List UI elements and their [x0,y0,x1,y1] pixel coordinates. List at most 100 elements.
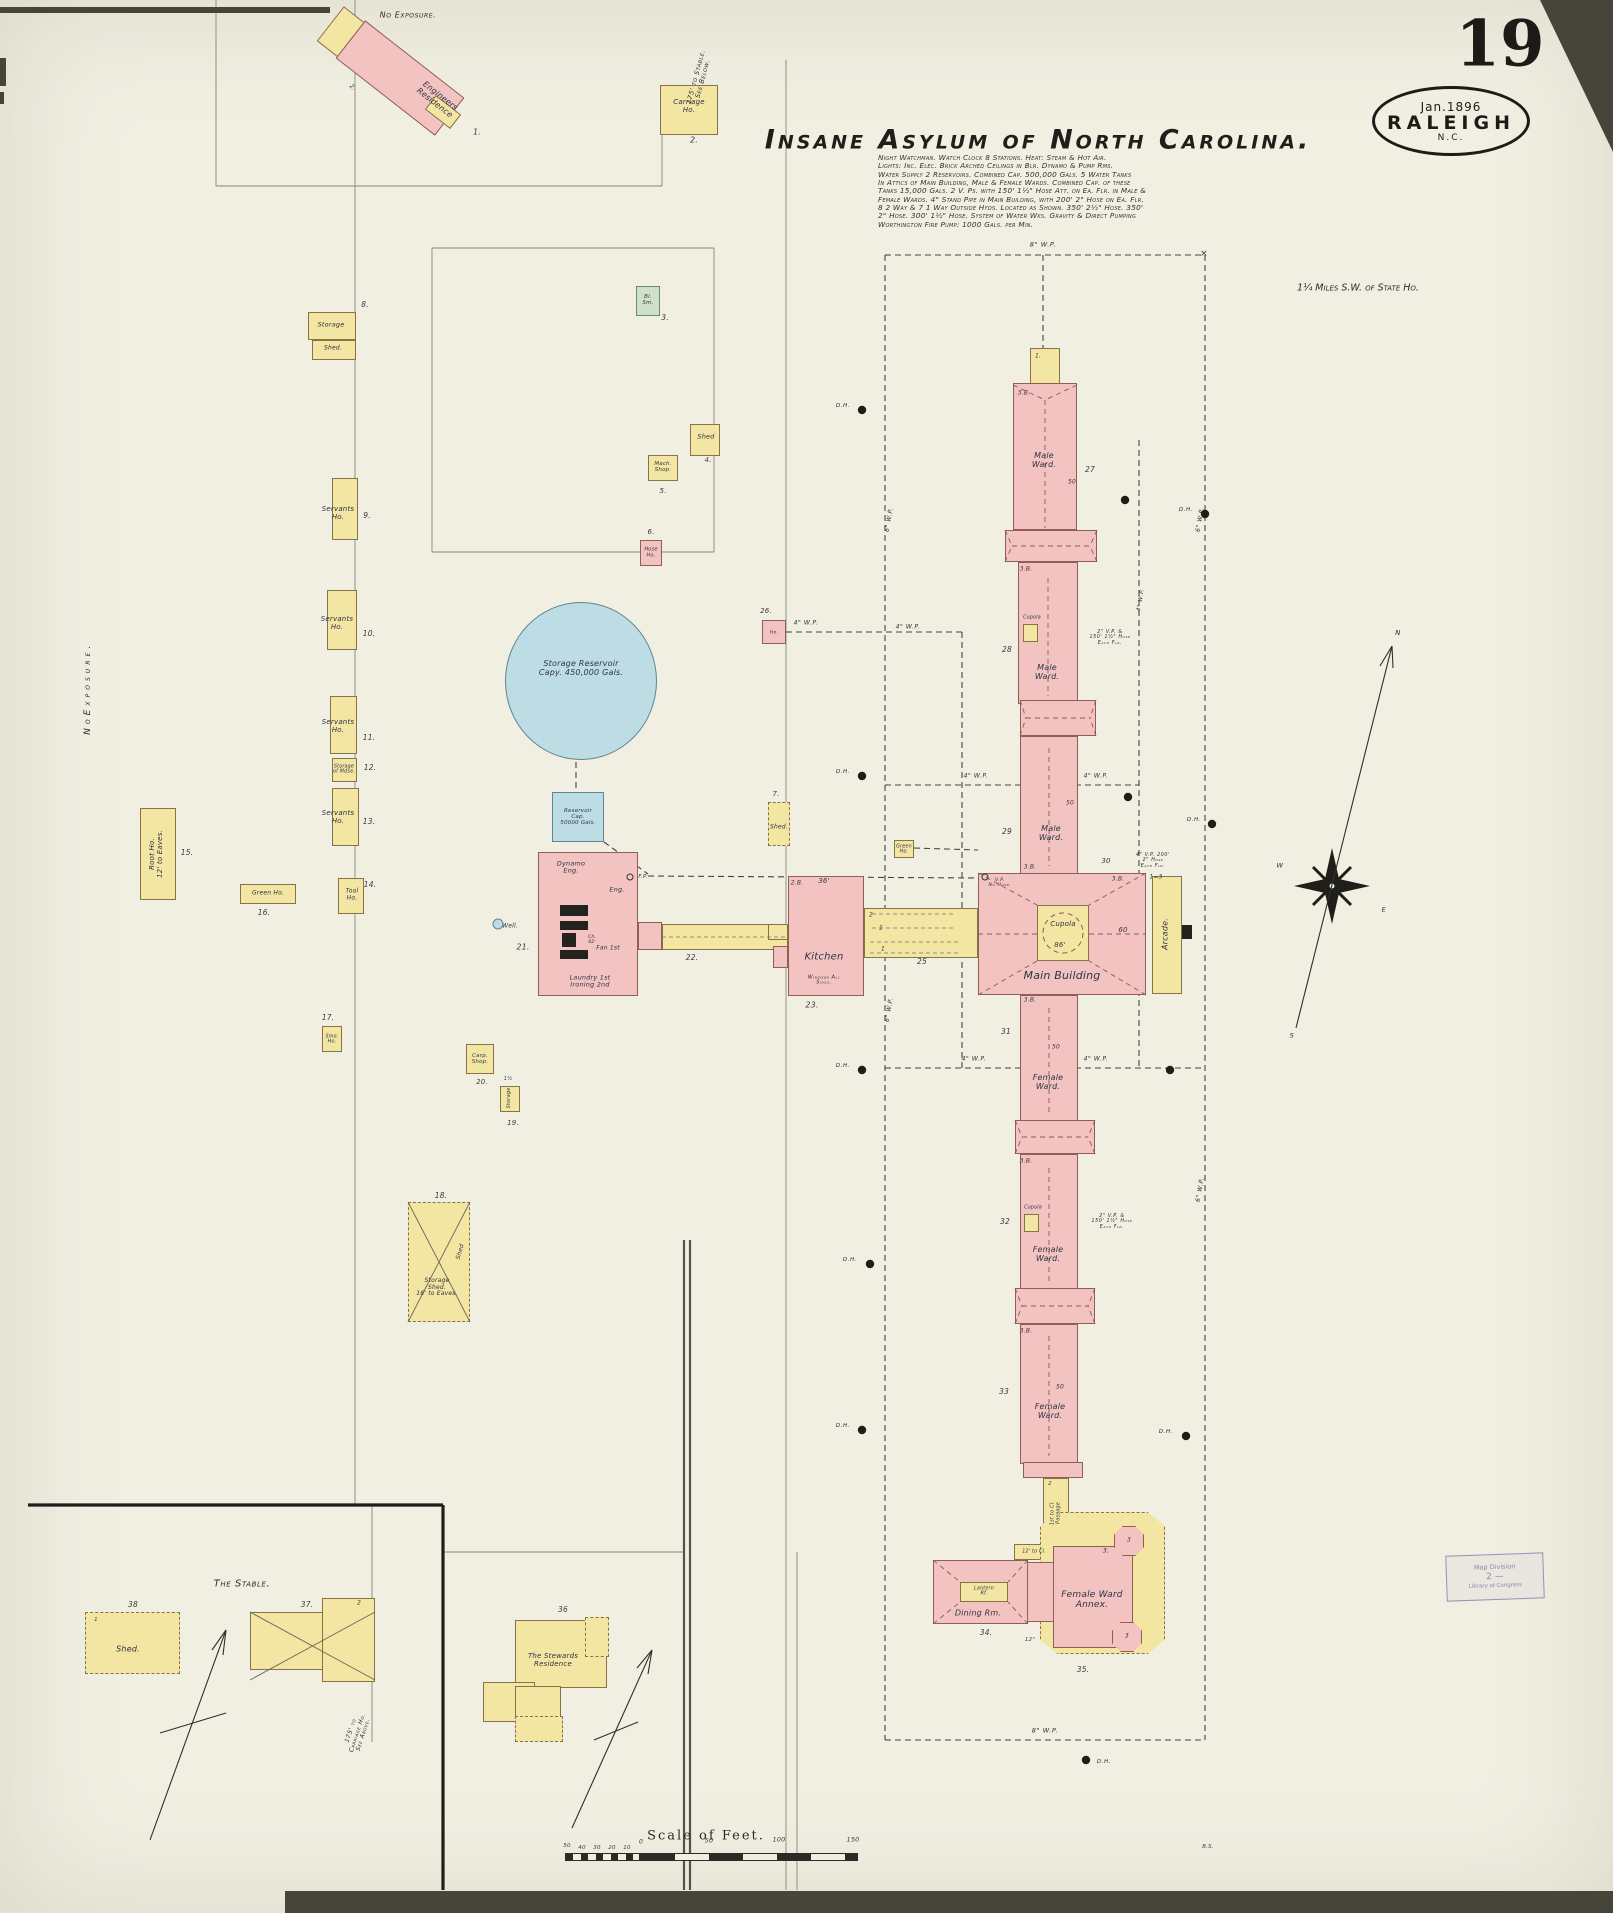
map-line-roof [1007,1559,1029,1583]
machine-shop [648,455,678,481]
storage-8-shed [312,340,356,360]
mw29-stories: 3.B. [1023,863,1037,871]
pipe-label-8wp-top: 8" W.P. [1029,240,1057,249]
storage19-size: 1½ [503,1076,513,1083]
bldg-num-3: 3. [661,312,669,322]
map-line-roof [932,1559,961,1583]
stewards-porch-bottom [515,1716,563,1742]
scale-tick-50r: 50 [704,1836,714,1845]
hydrant-label-1: D.H. [835,402,851,409]
stable-37-wing [322,1598,375,1682]
male-ward27-label: Male Ward. [1031,451,1057,469]
hydrant-dot [857,771,867,781]
bldg-num-13: 13. [362,816,376,826]
compass-w: W [1276,861,1284,870]
scan-corner-top-right [1540,0,1613,152]
scale-bar-right [640,1853,858,1861]
reservoir-box-label: Reservoir Cap. 50000 Gals. [560,807,596,827]
root-ho-label: Root Ho. 12' to Eaves. [148,830,164,878]
fw32-stories: 3.B. [1019,1327,1033,1335]
bldg-num-2: 2. [689,135,699,145]
green-house-16 [240,884,296,904]
bldg-num-12: 12. [363,762,377,772]
kitchen-23 [788,876,864,996]
bldg-num-27: 27 [1085,464,1095,474]
male-ward-28-cupola [1023,624,1038,642]
kitchen-stories: 2.B. [790,879,804,887]
map-note-line: Lights: Inc. Elec. Brick Arched Ceilings… [878,161,1114,171]
female-ward33-label: Female Ward. [1034,1402,1066,1420]
surveyor-mark: B.S. [1202,1843,1214,1850]
storage-reservoir [505,602,657,760]
bldg-num-35: 35. [1076,1664,1090,1674]
hydrant-label-9: D.H. [1096,1758,1112,1765]
pipe-label-8wp-bottom: 8" W.P. [1031,1726,1059,1735]
smo-ho-label: Smo. Ho. [325,1034,339,1045]
storage-19 [500,1086,520,1112]
chimney-label: Ch. 82' [587,934,597,945]
shed8-label: Shed. [323,344,343,352]
dynamo-laundry-21 [538,852,638,996]
hydrant-dot [857,405,867,415]
servants13-label: Servants Ho. [321,809,355,825]
map-line-arr [159,1712,227,1734]
bldg26-label: Ho. [769,630,779,636]
scan-mark-left-a [0,58,6,86]
male-ward29-label: Male Ward. [1038,824,1064,842]
stamp-state: N.C. [1437,132,1465,143]
bldg-num-33: 33 [999,1386,1009,1396]
mw27-width: 50 [1067,478,1077,486]
scale-tick-150: 150 [846,1835,860,1844]
cupola-roof-circle [1042,912,1084,954]
small-reservoir [552,792,604,842]
dining-label: Dining Rm. [954,1608,1002,1618]
bldg-num-17: 17. [321,1012,335,1022]
engineers-residence-label: Engineers Residence [415,79,460,120]
map-line-roof [1087,1305,1096,1325]
scan-edge-bottom [285,1891,1613,1913]
annex-tower-top [1114,1526,1144,1556]
corridor-25 [864,908,978,958]
bldg-num-37: 37. [300,1599,314,1609]
bldg-num-9: 9. [363,510,371,520]
blacksmith-shop [636,286,660,316]
main-width: 30 [1101,857,1111,866]
hydrant-label-7: D.H. [835,1422,851,1429]
scale-tick-40: 40 [578,1844,586,1851]
shed-38 [85,1612,180,1674]
map-line-roof [1089,529,1098,547]
hose-ho6-label: Hose Ho. [644,546,658,558]
mw28-hose-note: 2" V.P. & 150' 1½" Hose Each Flr. [1089,629,1131,646]
pipe-label-4wp-f: 4" W.P. [1083,1055,1109,1063]
bldg-num-38: 38 [128,1599,138,1609]
map-line-roof [1087,1119,1096,1138]
mw29-width: 50 [1065,799,1075,807]
map-line-arr [149,1629,227,1841]
bl-sm-label: Bl. Sm. [642,293,654,306]
female-ward-annex-label: Female Ward Annex. [1061,1589,1123,1610]
pipe-label-4wp-a: 4" W.P. [793,619,819,627]
servants10-label: Servants Ho. [320,615,354,631]
mw27-stories-bot: 3.B. [1019,565,1033,573]
annex-tower-a-num: 3 [1126,1536,1132,1544]
hydrant-dot [1181,1431,1191,1441]
servants11-label: Servants Ho. [321,718,355,734]
standpipe-size: 12" [1024,1636,1036,1643]
pipe-label-4wp-b: 4" W.P. [895,623,921,631]
bldg-num-23: 23. [805,1000,819,1010]
map-line-arr [647,1649,653,1675]
bldg-num-5: 5. [659,487,667,496]
the-stable-title: The Stable. [213,1578,271,1590]
female-ward-31-cross-wing [1015,1120,1095,1154]
pipe-label-4wp-c: 4" W.P. [963,772,989,780]
fire-plug-ring [626,873,634,881]
servants-house-10 [327,590,357,650]
map-line-roof [1007,1601,1029,1625]
fw32-hose-note: 2" V.P. & 150' 1½" Hose Each Flr. [1091,1213,1133,1230]
dynamo-label: Dynamo Eng. [556,859,586,875]
hydrant-dot [1123,792,1133,802]
page-number: 19 [1455,6,1545,82]
female-ward-32-cupola [1024,1214,1039,1232]
corridor25-story-1a: 1 [878,924,884,932]
passage-label: 1st to Cl. Passage [1049,1500,1061,1526]
